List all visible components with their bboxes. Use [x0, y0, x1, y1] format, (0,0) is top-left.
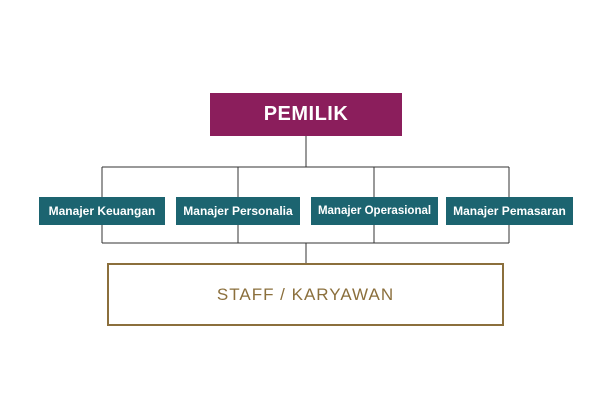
staff-box: STAFF / KARYAWAN	[107, 263, 504, 326]
owner-box: PEMILIK	[210, 93, 402, 136]
manager-pemasaran-label: Manajer Pemasaran	[453, 204, 566, 218]
manager-operasional-box: Manajer Operasional	[311, 197, 438, 225]
manager-keuangan-label: Manajer Keuangan	[48, 204, 156, 218]
manager-operasional-label: Manajer Operasional	[317, 205, 432, 217]
manager-keuangan-box: Manajer Keuangan	[39, 197, 165, 225]
manager-pemasaran-box: Manajer Pemasaran	[446, 197, 573, 225]
manager-personalia-box: Manajer Personalia	[176, 197, 300, 225]
manager-personalia-label: Manajer Personalia	[183, 204, 293, 218]
staff-label: STAFF / KARYAWAN	[216, 284, 395, 304]
owner-label: PEMILIK	[263, 103, 349, 125]
